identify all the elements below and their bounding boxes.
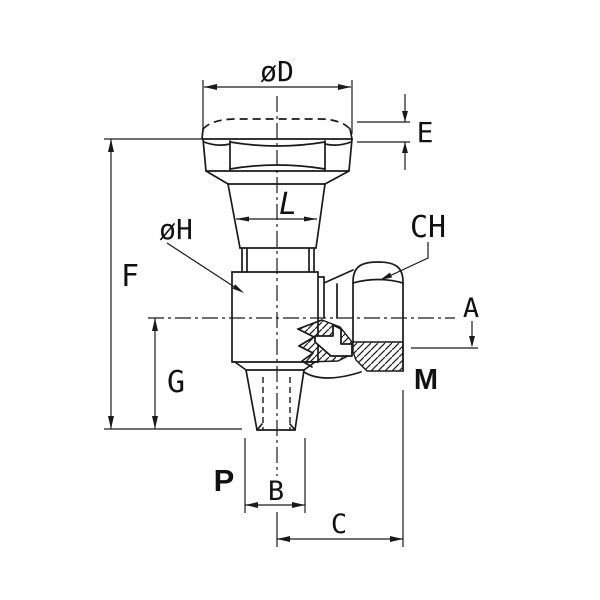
dim-label-od: øD [260,55,294,88]
dim-e: E [357,94,433,170]
stem-chamfer-left [256,423,263,431]
dim-l: L [236,187,317,222]
cap-dome-dashed-outline [202,118,351,130]
hex-nut [201,138,353,185]
arrowhead [245,502,258,508]
arrowhead [292,502,305,508]
arrowhead [304,216,317,222]
arrowhead [277,536,290,542]
section-hatching [296,319,404,379]
arrowhead [402,111,408,122]
cap-right-edge [349,128,353,140]
bonnet-right-side [315,183,326,249]
outlet-slant-to-nut [323,269,354,284]
arrowhead [469,336,475,347]
stem-taper-left [245,369,258,431]
hex-to-bonnet-slant-right [324,170,350,185]
section-nut-hatch [352,341,404,372]
dim-b: B [244,438,306,513]
arrowhead [338,84,351,90]
dim-f: F [104,138,242,430]
arrowhead [108,139,114,152]
stem-shoulder-right [303,361,316,371]
bonnet-left-side [227,183,241,249]
dim-label-ch: CH [410,210,446,245]
hex-mid-face-top-arc [229,141,326,147]
arrowhead [236,216,249,222]
label-m: M [414,364,438,396]
dim-label-l: L [279,187,297,222]
dim-c: C [276,390,404,547]
arrowhead [402,142,408,153]
section-fillet-curve [303,371,362,379]
ch-leader-line [382,242,429,280]
arrowhead [152,318,158,331]
stem-shoulder-left [234,361,247,371]
thread-labels: M P [214,364,438,498]
centerlines [148,96,455,476]
hex-side-arc-left [203,141,231,146]
dim-od: øD [202,55,353,134]
hex-to-bonnet-slant-left [205,170,229,185]
outlet-nut-chamfer-line [352,278,404,284]
section-broken-edge-zigzag [297,319,323,368]
arrowhead [152,416,158,429]
dim-label-g: G [167,365,185,400]
dim-label-a: A [463,293,479,324]
stem-chamfer-right [289,423,296,431]
bonnet [227,183,326,249]
dim-label-c: C [331,509,347,540]
leader-oh: øH [159,213,244,293]
dim-a: A [411,293,479,349]
arrowhead [380,272,392,280]
stem-taper-right [294,369,305,431]
section-seat-step [314,324,353,357]
dim-label-f: F [121,259,139,294]
hex-side-arc-right [324,141,352,146]
hex-mid-face-bottom-arc [229,164,326,170]
oh-leader-line [166,242,237,289]
leader-ch: CH [380,210,446,280]
neck [241,248,315,273]
label-p: P [214,463,235,498]
arrowhead [108,416,114,429]
dim-label-b: B [268,476,284,507]
dim-label-oh: øH [159,213,193,246]
inlet-stem [234,361,316,431]
dim-g: G [152,318,185,429]
arrowhead [390,536,403,542]
hex-body-outline [202,138,353,172]
arrowhead [232,284,244,293]
arrowhead [204,84,217,90]
dim-label-e: E [417,116,434,149]
